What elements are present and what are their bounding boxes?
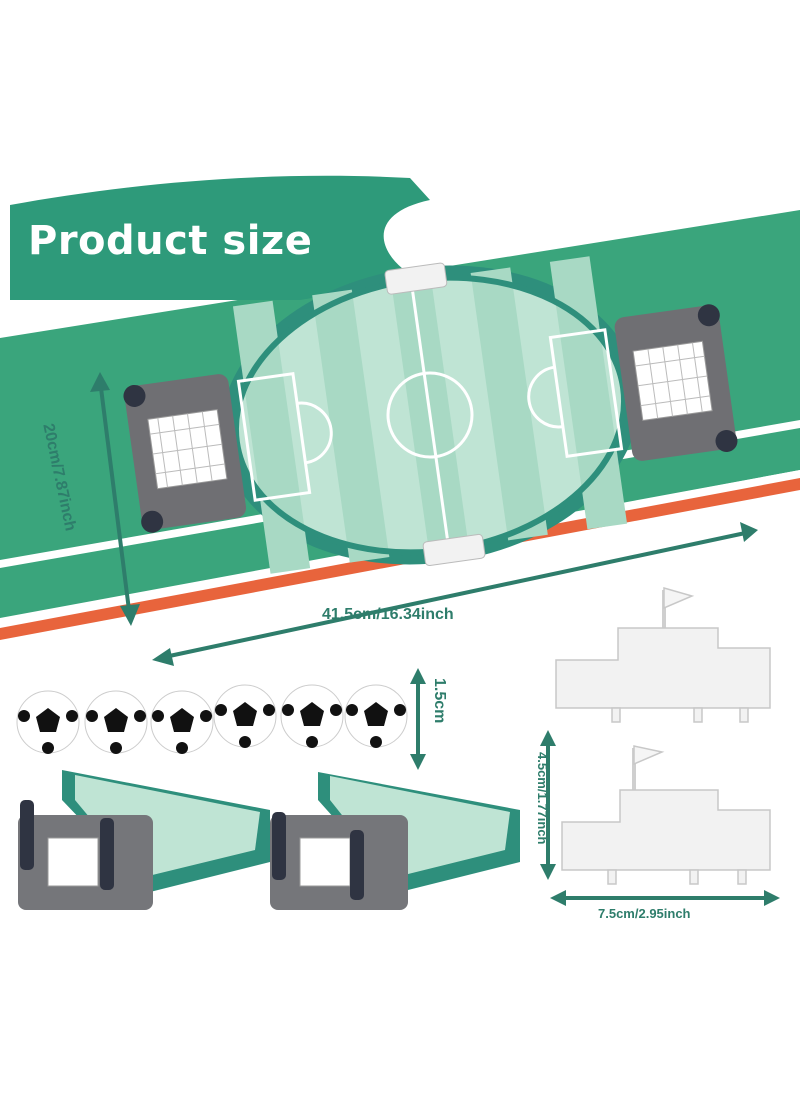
soccer-balls <box>16 684 408 754</box>
brush-stroke <box>10 175 430 300</box>
ball-3 <box>150 690 214 754</box>
page-title: Product size <box>28 218 313 264</box>
ball-size-label: 1.5cm <box>431 678 448 724</box>
ball-5 <box>280 684 344 748</box>
player-plate-bottom <box>561 745 771 885</box>
player-height-label: 4.5cm/1.77inch <box>535 752 550 845</box>
soccer-board <box>123 256 738 574</box>
ball-4 <box>213 684 277 748</box>
ball-1 <box>16 690 80 754</box>
player-width-label: 7.5cm/2.95inch <box>598 906 691 921</box>
half-field-left <box>18 770 270 910</box>
ball-2 <box>84 690 148 754</box>
board-length-label: 41.5cm/16.34inch <box>322 606 454 623</box>
half-field-right <box>270 772 520 910</box>
dimension-arrows <box>90 372 780 906</box>
right-goal-unit <box>614 304 738 461</box>
ball-6 <box>344 684 408 748</box>
left-goal-unit <box>123 374 247 533</box>
player-plate-top <box>555 587 771 723</box>
